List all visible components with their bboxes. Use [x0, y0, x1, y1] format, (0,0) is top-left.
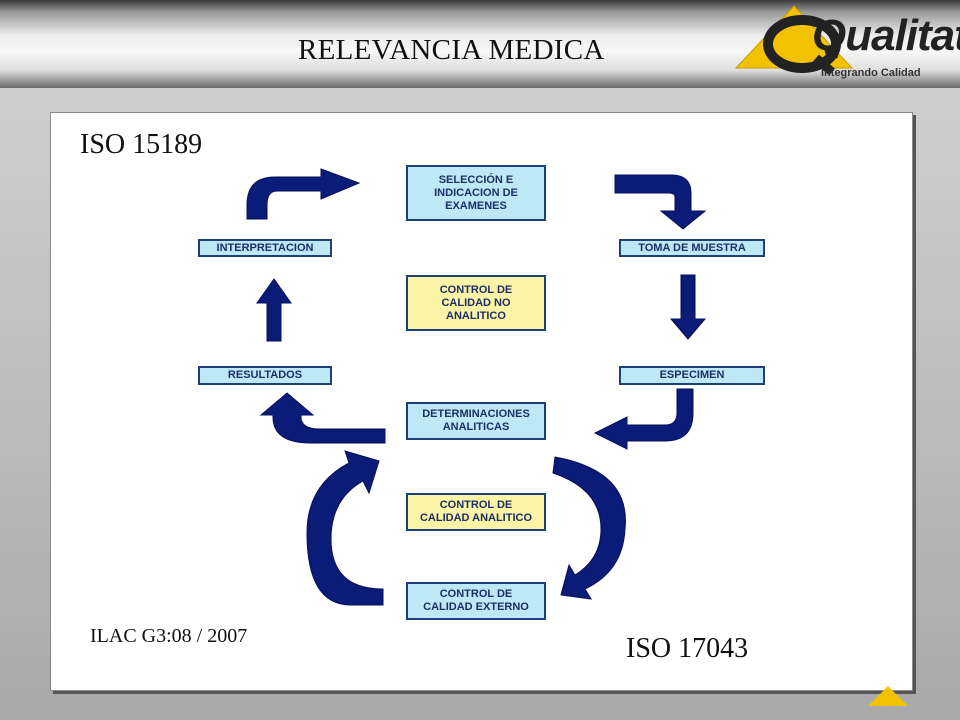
- box-control-externo: CONTROL DE CALIDAD EXTERNO: [406, 582, 546, 620]
- arrow-to-determinaciones: [306, 450, 384, 606]
- arrow-interpretacion-to-seleccion: [246, 168, 361, 220]
- box-seleccion-examenes: SELECCIÓN E INDICACION DE EXAMENES: [406, 165, 546, 221]
- box-control-no-analitico: CONTROL DE CALIDAD NO ANALITICO: [406, 275, 546, 331]
- corner-logo-icon: [868, 686, 908, 706]
- qualitat-logo-icon: [734, 5, 854, 76]
- diagram-panel: ISO 15189 SELECCIÓN E INDICACION DE EXAM…: [50, 112, 913, 691]
- arrow-resultados-to-interpretacion: [256, 278, 292, 342]
- arrow-determinaciones-to-resultados: [259, 392, 386, 444]
- flow-arrows: [246, 168, 707, 606]
- standard-iso-17043: ISO 17043: [626, 633, 749, 664]
- arrow-toma-to-especimen: [669, 274, 707, 340]
- box-toma-de-muestra: TOMA DE MUESTRA: [619, 239, 765, 257]
- arrow-especimen-to-determinaciones: [593, 388, 694, 450]
- logo-tagline: Integrando Calidad: [821, 67, 921, 79]
- box-interpretacion: INTERPRETACION: [198, 239, 332, 257]
- slide-title: RELEVANCIA MEDICA: [298, 34, 605, 66]
- standard-ilac: ILAC G3:08 / 2007: [90, 625, 248, 647]
- box-especimen: ESPECIMEN: [619, 366, 765, 385]
- arrow-seleccion-to-toma: [614, 174, 707, 230]
- box-determinaciones-analiticas: DETERMINACIONES ANALITICAS: [406, 402, 546, 440]
- box-resultados: RESULTADOS: [198, 366, 332, 385]
- logo-name: Qualitat: [812, 11, 960, 60]
- arrow-to-control-externo: [552, 456, 626, 600]
- box-control-analitico: CONTROL DE CALIDAD ANALITICO: [406, 493, 546, 531]
- standard-iso-15189: ISO 15189: [80, 129, 203, 160]
